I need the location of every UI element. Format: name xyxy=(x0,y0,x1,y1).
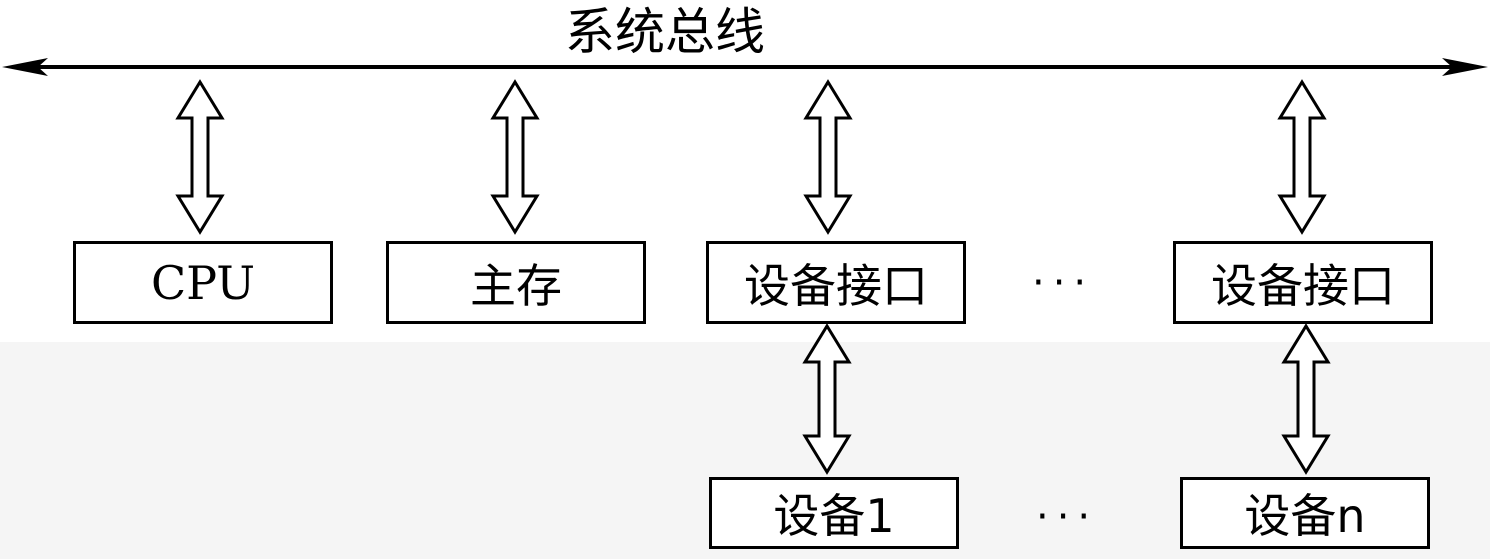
system-bus-line xyxy=(2,58,1488,76)
arrow-bus-interface-n xyxy=(1277,79,1327,235)
module-cpu: CPU xyxy=(73,241,333,324)
module-device-interface-n: 设备接口 xyxy=(1173,241,1433,324)
arrow-interface-device-1 xyxy=(802,323,852,475)
arrow-bus-main-memory xyxy=(490,79,540,235)
ellipsis-modules: ··· xyxy=(1032,260,1095,306)
module-main-memory: 主存 xyxy=(386,241,646,324)
module-device-interface-1: 设备接口 xyxy=(706,241,966,324)
arrow-bus-cpu xyxy=(175,79,225,235)
connector-arrows xyxy=(175,79,1331,475)
ellipsis-devices: ··· xyxy=(1036,494,1099,540)
device-1: 设备1 xyxy=(709,477,959,549)
arrow-bus-interface-1 xyxy=(803,79,853,235)
arrow-interface-device-n xyxy=(1281,323,1331,475)
bus-left-arrowhead xyxy=(2,58,48,76)
bus-right-arrowhead xyxy=(1442,58,1488,76)
bus-title: 系统总线 xyxy=(565,3,765,61)
device-n: 设备n xyxy=(1180,477,1430,549)
